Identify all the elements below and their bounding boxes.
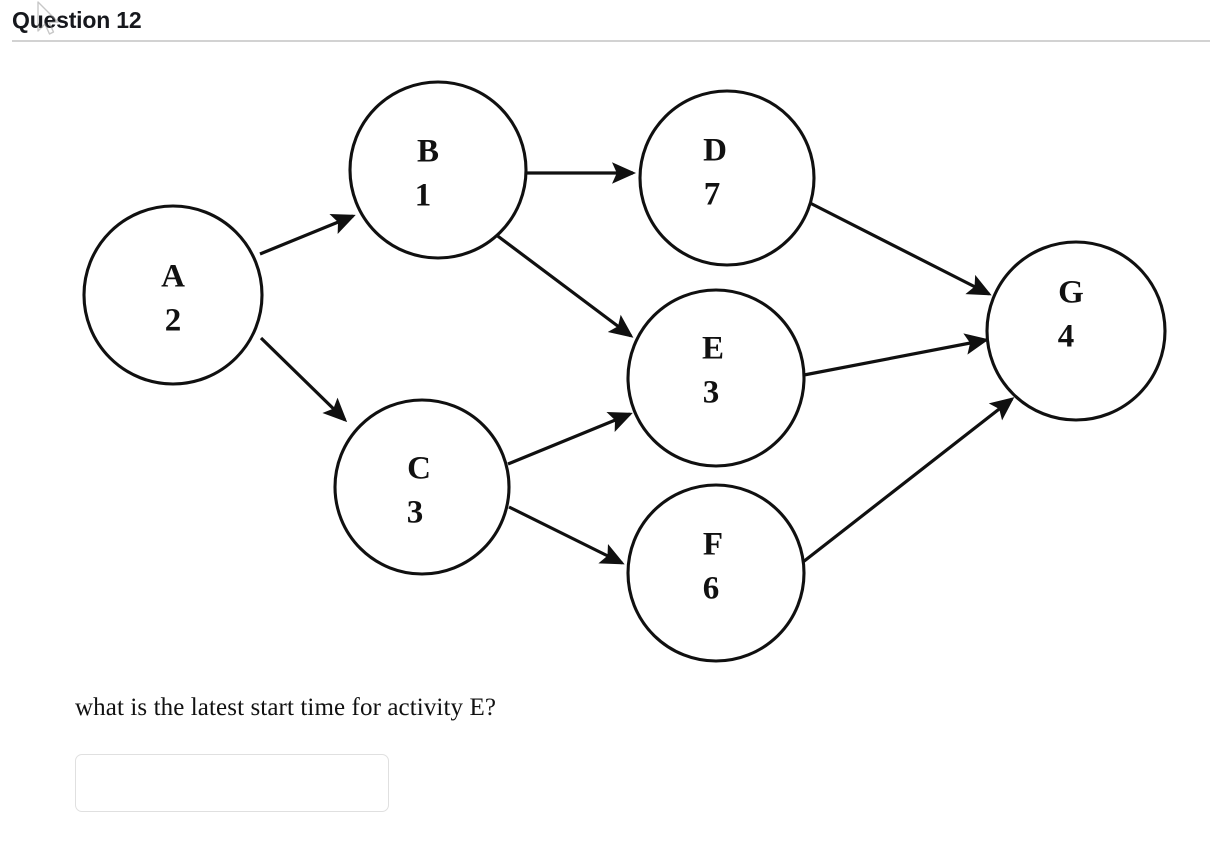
node-a-circle[interactable] <box>82 204 264 386</box>
node-c[interactable]: C 3 <box>333 398 511 576</box>
node-e-circle[interactable] <box>626 288 806 468</box>
question-header: Question 12 <box>0 0 1222 44</box>
node-d[interactable]: D 7 <box>638 89 816 267</box>
node-a[interactable]: A 2 <box>82 204 264 386</box>
node-c-label: C <box>407 451 431 487</box>
page-title: Question 12 <box>12 7 142 33</box>
network-diagram-container: A 2 B 1 C 3 D 7 E 3 <box>0 48 1222 688</box>
edge-b-to-e <box>494 232 634 338</box>
edge-c-to-f <box>508 505 625 565</box>
edge-e-to-g <box>803 333 989 377</box>
node-a-duration: 2 <box>165 303 182 339</box>
node-b[interactable]: B 1 <box>348 80 528 260</box>
node-f-circle[interactable] <box>626 483 806 663</box>
header-divider <box>12 40 1210 42</box>
node-f[interactable]: F 6 <box>626 483 806 663</box>
node-f-label: F <box>703 527 723 563</box>
node-c-duration: 3 <box>407 495 424 531</box>
edge-a-to-b <box>259 213 356 256</box>
question-prompt-text: what is the latest start time for activi… <box>75 694 497 721</box>
node-b-duration: 1 <box>415 178 432 214</box>
node-e[interactable]: E 3 <box>626 288 806 468</box>
node-a-label: A <box>161 259 185 295</box>
node-f-duration: 6 <box>703 571 720 607</box>
node-d-circle[interactable] <box>638 89 816 267</box>
node-d-label: D <box>703 133 727 169</box>
node-c-circle[interactable] <box>333 398 511 576</box>
edge-c-to-e <box>507 411 633 466</box>
node-g[interactable]: G 4 <box>985 240 1167 422</box>
node-g-duration: 4 <box>1058 319 1075 355</box>
edge-a-to-c <box>259 336 348 423</box>
node-b-label: B <box>417 134 439 170</box>
node-b-circle[interactable] <box>348 80 528 260</box>
activity-on-node-network: A 2 B 1 C 3 D 7 E 3 <box>82 80 1167 663</box>
node-e-label: E <box>702 331 724 367</box>
edge-group <box>259 162 1015 565</box>
node-d-duration: 7 <box>704 177 721 213</box>
edge-f-to-g <box>802 397 1015 564</box>
edge-d-to-g <box>809 201 992 296</box>
answer-input[interactable] <box>75 754 389 812</box>
node-e-duration: 3 <box>703 375 720 411</box>
node-g-circle[interactable] <box>985 240 1167 422</box>
node-g-label: G <box>1058 275 1084 311</box>
